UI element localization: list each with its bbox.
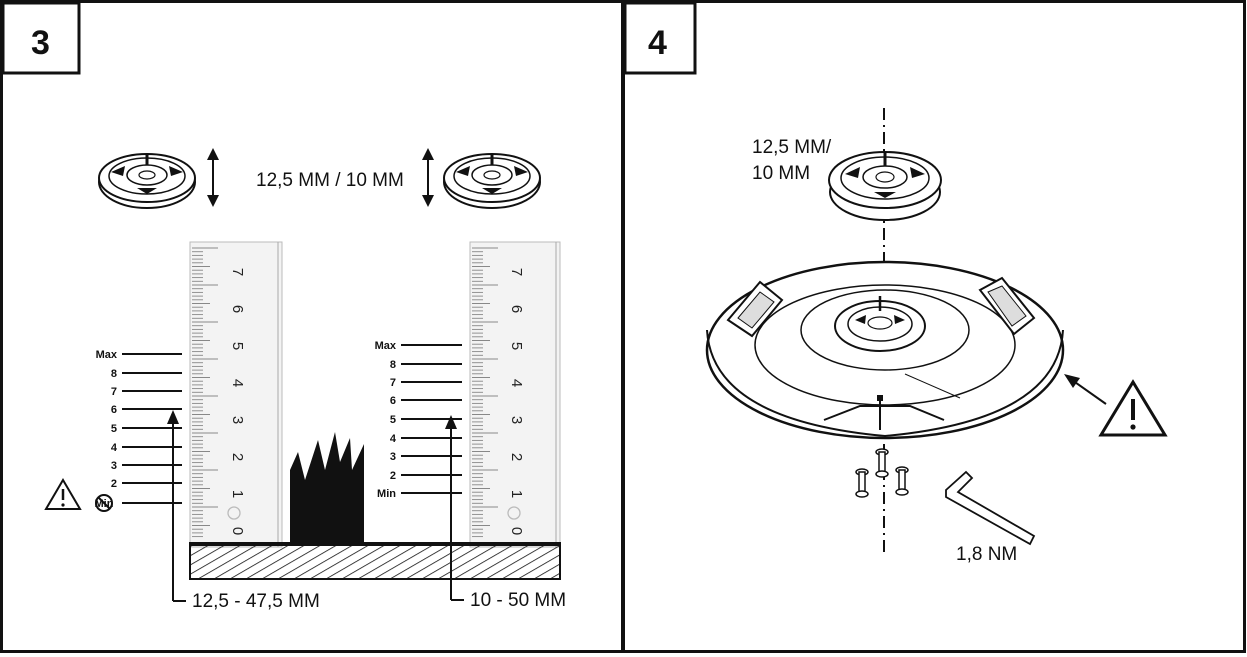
ruler-number: 5	[229, 342, 246, 350]
scale-label: 4	[390, 433, 397, 445]
no-min-icon	[95, 494, 113, 512]
range-left-callout	[167, 410, 186, 602]
scale-label: 5	[390, 414, 396, 426]
ruler-left-numbers: 7 6 5 4 3 2 1 0	[229, 268, 246, 535]
scale-label: 5	[111, 423, 117, 435]
height-arrow-left	[207, 148, 219, 207]
disc-label-line1: 12,5 MM/	[752, 137, 832, 158]
ruler-number: 1	[508, 490, 525, 498]
step-3-number: 3	[31, 24, 50, 62]
ruler-number: 2	[229, 453, 246, 461]
ruler-number: 3	[508, 416, 525, 424]
scale-right: Max 8 7 6 5 4 3 2 Min	[375, 340, 462, 500]
pointer-arrow	[1064, 374, 1107, 405]
scale-label: 8	[390, 359, 396, 371]
blade-disc-right	[443, 153, 541, 209]
ruler-number: 4	[508, 379, 525, 387]
ruler-number: 3	[229, 416, 246, 424]
range-left-label: 12,5 - 47,5 MM	[192, 591, 320, 612]
warning-icon	[44, 478, 82, 510]
height-arrow-right	[422, 148, 434, 207]
ruler-number: 6	[229, 305, 246, 313]
ruler-number: 6	[508, 305, 525, 313]
step-4-number: 4	[648, 24, 667, 62]
step-3-badge: 3	[1, 1, 81, 75]
ruler-number: 7	[229, 268, 246, 276]
scale-label-min: Min	[95, 498, 114, 510]
torque-label: 1,8 NM	[956, 544, 1017, 565]
scale-label: 2	[390, 470, 396, 482]
warning-icon	[1098, 379, 1168, 437]
scale-label: 7	[111, 386, 117, 398]
panel-4-frame	[622, 0, 1246, 653]
scale-label: 6	[111, 404, 117, 416]
scale-label-min: Min	[377, 488, 396, 500]
ruler-number: 4	[229, 379, 246, 387]
scale-label: 7	[390, 377, 396, 389]
blade-disc	[828, 151, 942, 221]
scale-label: 6	[390, 395, 396, 407]
blade-disc-left	[98, 153, 196, 209]
ruler-right-numbers: 7 6 5 4 3 2 1 0	[508, 268, 525, 535]
mowing-disc	[705, 260, 1065, 440]
ruler-number: 2	[508, 453, 525, 461]
scale-label-max: Max	[96, 349, 118, 361]
scale-label: 3	[111, 460, 117, 472]
ruler-number: 7	[508, 268, 525, 276]
disc-height-label: 12,5 MM / 10 MM	[256, 170, 404, 191]
ruler-number: 0	[229, 527, 246, 535]
scale-label: 4	[111, 442, 118, 454]
scale-label-max: Max	[375, 340, 397, 352]
ruler-left: 7 6 5 4 3 2 1 0	[189, 241, 283, 548]
ground	[189, 542, 561, 580]
ruler-number: 0	[508, 527, 525, 535]
scale-label: 2	[111, 478, 117, 490]
disc-label-line2: 10 MM	[752, 163, 810, 184]
range-right-label: 10 - 50 MM	[470, 590, 566, 611]
range-right-callout	[445, 415, 464, 601]
allen-key-icon	[945, 470, 1036, 546]
ruler-number: 1	[229, 490, 246, 498]
screws-icon	[855, 448, 909, 498]
ruler-number: 5	[508, 342, 525, 350]
step-4-badge: 4	[623, 1, 697, 75]
scale-label: 3	[390, 451, 396, 463]
scale-label: 8	[111, 368, 117, 380]
ruler-right: 7 6 5 4 3 2 1 0	[469, 241, 561, 548]
grass-icon	[290, 432, 364, 543]
scale-left: Max 8 7 6 5 4 3 2 Min	[95, 349, 182, 512]
